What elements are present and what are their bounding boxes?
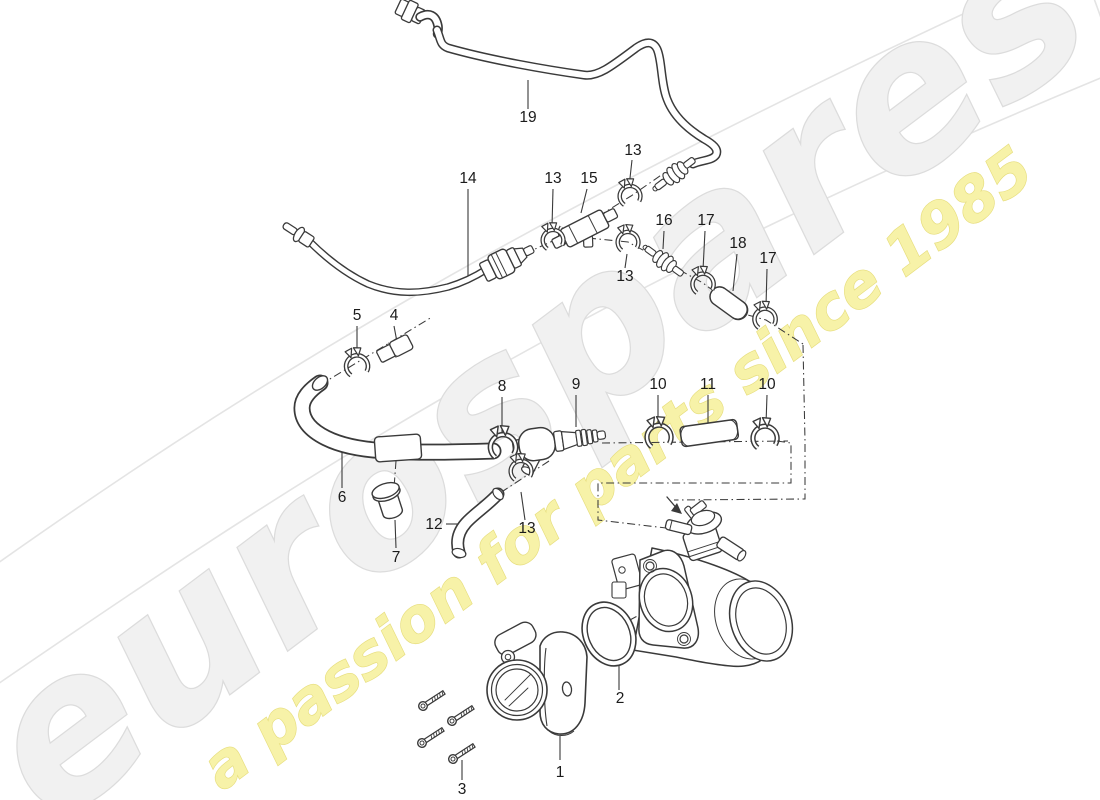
callouts: 1 2 3 4 5 6 7 8 9 10 11 10 12 13 13 13 1: [338, 80, 777, 798]
callout-label-15: 15: [580, 170, 597, 187]
screw: [415, 725, 447, 750]
molded-sleeve: [373, 433, 423, 463]
callout-label-13c: 13: [616, 268, 633, 285]
callout-label-12: 12: [425, 516, 442, 533]
purge-port-connector: [664, 500, 747, 562]
breather-hose-6: [293, 374, 502, 463]
elbow-connector: [394, 0, 443, 39]
intake-tube: [611, 500, 794, 668]
hose-end-fitting: [282, 222, 315, 248]
vacuum-valve-9: [511, 426, 607, 476]
watermark-swoosh: [0, 0, 1100, 684]
parts: [282, 0, 794, 766]
callout-label-13b: 13: [624, 142, 641, 159]
callout-label-3: 3: [458, 781, 467, 798]
inline-filter-18: [709, 286, 749, 321]
routing-line-upper: [673, 344, 806, 501]
callout-label-16: 16: [655, 212, 672, 229]
leader-line: [662, 230, 665, 250]
connector-4: [376, 334, 414, 363]
purge-hose-14: [282, 222, 535, 297]
leader-line: [580, 188, 588, 214]
callout-label-6: 6: [338, 489, 347, 506]
callout-label-10a: 10: [649, 376, 667, 393]
leader-line: [551, 188, 554, 228]
throttle-body-1: [486, 621, 588, 736]
purge-valve: [479, 245, 535, 282]
screws-3: [415, 688, 478, 766]
callout-label-5: 5: [353, 307, 362, 324]
leader-line: [702, 230, 706, 271]
callout-label-9: 9: [572, 376, 581, 393]
routing-lines: [597, 344, 806, 529]
callout-label-17a: 17: [697, 212, 714, 229]
routing-line-lower: [597, 440, 792, 529]
elbow-hose-12: [451, 487, 505, 559]
callout-label-14: 14: [459, 170, 477, 187]
callout-label-13a: 13: [544, 170, 561, 187]
leader-line: [520, 491, 526, 521]
axis-branch-chain: [587, 237, 804, 345]
connecting-hose-11: [679, 418, 740, 448]
callout-label-11: 11: [700, 376, 716, 393]
callout-label-2: 2: [616, 690, 625, 707]
clamp-10b: [750, 416, 779, 449]
callout-label-7: 7: [392, 549, 401, 566]
intake-flange: [638, 549, 700, 649]
axis-lower-chain: [601, 440, 789, 444]
callout-label-18: 18: [729, 235, 746, 252]
routing-arrowhead: [671, 503, 682, 514]
axis-hose6-fitting: [319, 316, 433, 386]
leader-line: [394, 519, 397, 549]
gasket-2: [581, 601, 637, 667]
leader-line: [732, 253, 738, 292]
screw: [445, 703, 477, 728]
vent-line-19: [394, 0, 722, 198]
screw: [416, 688, 448, 713]
callout-label-8: 8: [498, 378, 507, 395]
callout-label-4: 4: [390, 307, 399, 324]
callout-label-13d: 13: [518, 520, 535, 537]
callout-label-17b: 17: [759, 250, 776, 267]
callout-label-10b: 10: [758, 376, 776, 393]
leader-line: [765, 268, 768, 307]
callout-label-19: 19: [519, 109, 536, 126]
side-bracket: [611, 553, 643, 599]
leader-line: [624, 253, 628, 269]
callout-label-1: 1: [556, 764, 565, 781]
hose-opening: [311, 375, 329, 391]
grommet-7: [371, 481, 404, 520]
